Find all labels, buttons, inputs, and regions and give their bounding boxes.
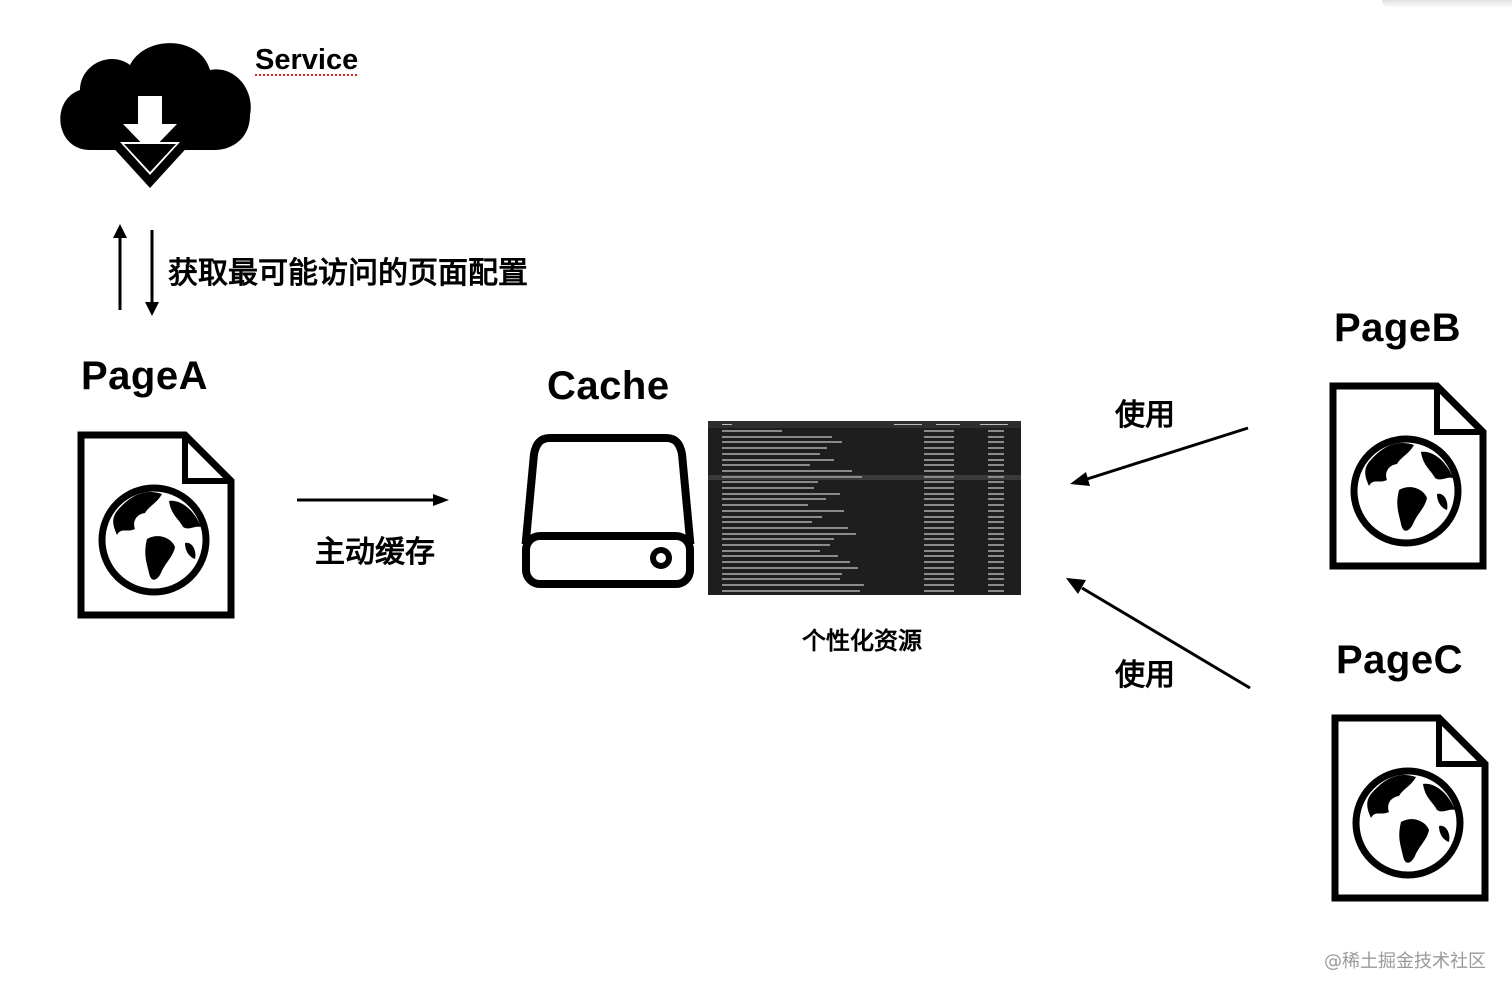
resource-table-row [708,543,1021,548]
resource-table-row [708,526,1021,531]
resource-table-row [708,583,1021,588]
page-a-globe-document-icon [77,431,235,619]
resource-table-row [708,474,1021,480]
resource-table-row [708,486,1021,491]
cloud-download-icon [60,43,251,188]
page-b-globe-document-icon [1329,382,1487,570]
resource-table-row [708,452,1021,457]
resource-table-row [708,520,1021,525]
resource-table-row [708,572,1021,577]
resource-table-row [708,469,1021,474]
resource-table-row [708,458,1021,463]
resource-table-row [708,446,1021,451]
resource-table-row [708,515,1021,520]
service-label: Service [255,44,359,76]
watermark: @稀土掘金技术社区 [1324,951,1486,972]
personalized-resources-label: 个性化资源 [802,627,922,655]
resource-table-row [708,589,1021,594]
page-b-label: PageB [1334,306,1461,350]
resource-table-row [708,435,1021,440]
resource-table-row [708,509,1021,514]
window-shadow [1382,0,1512,8]
resource-table-header [708,421,1021,428]
resource-table-row [708,537,1021,542]
resource-table-row [708,503,1021,508]
arrow-to-cache-icon [297,494,449,506]
use-arrows-icon [1066,426,1251,690]
use-label-c: 使用 [1115,658,1175,693]
active-cache-label: 主动缓存 [315,535,435,570]
resource-table-row [708,463,1021,468]
resource-table-row [708,492,1021,497]
resource-table-row [708,497,1021,502]
resource-table-row [708,577,1021,582]
page-a-label: PageA [81,354,208,398]
page-c-label: PageC [1336,638,1463,682]
use-label-b: 使用 [1115,398,1175,433]
resource-table-row [708,532,1021,537]
resource-table-row [708,554,1021,559]
up-down-arrows-icon [113,224,159,316]
cache-label: Cache [547,364,670,408]
resource-table-row [708,560,1021,565]
resource-table-row [708,566,1021,571]
page-c-globe-document-icon [1331,714,1489,902]
resource-table-row [708,440,1021,445]
hard-drive-icon [521,434,695,588]
resource-table-row [708,549,1021,554]
fetch-config-label: 获取最可能访问的页面配置 [168,256,528,291]
resource-table-row [708,429,1021,434]
resource-table-row [708,480,1021,485]
resource-table-thumbnail [708,421,1021,595]
